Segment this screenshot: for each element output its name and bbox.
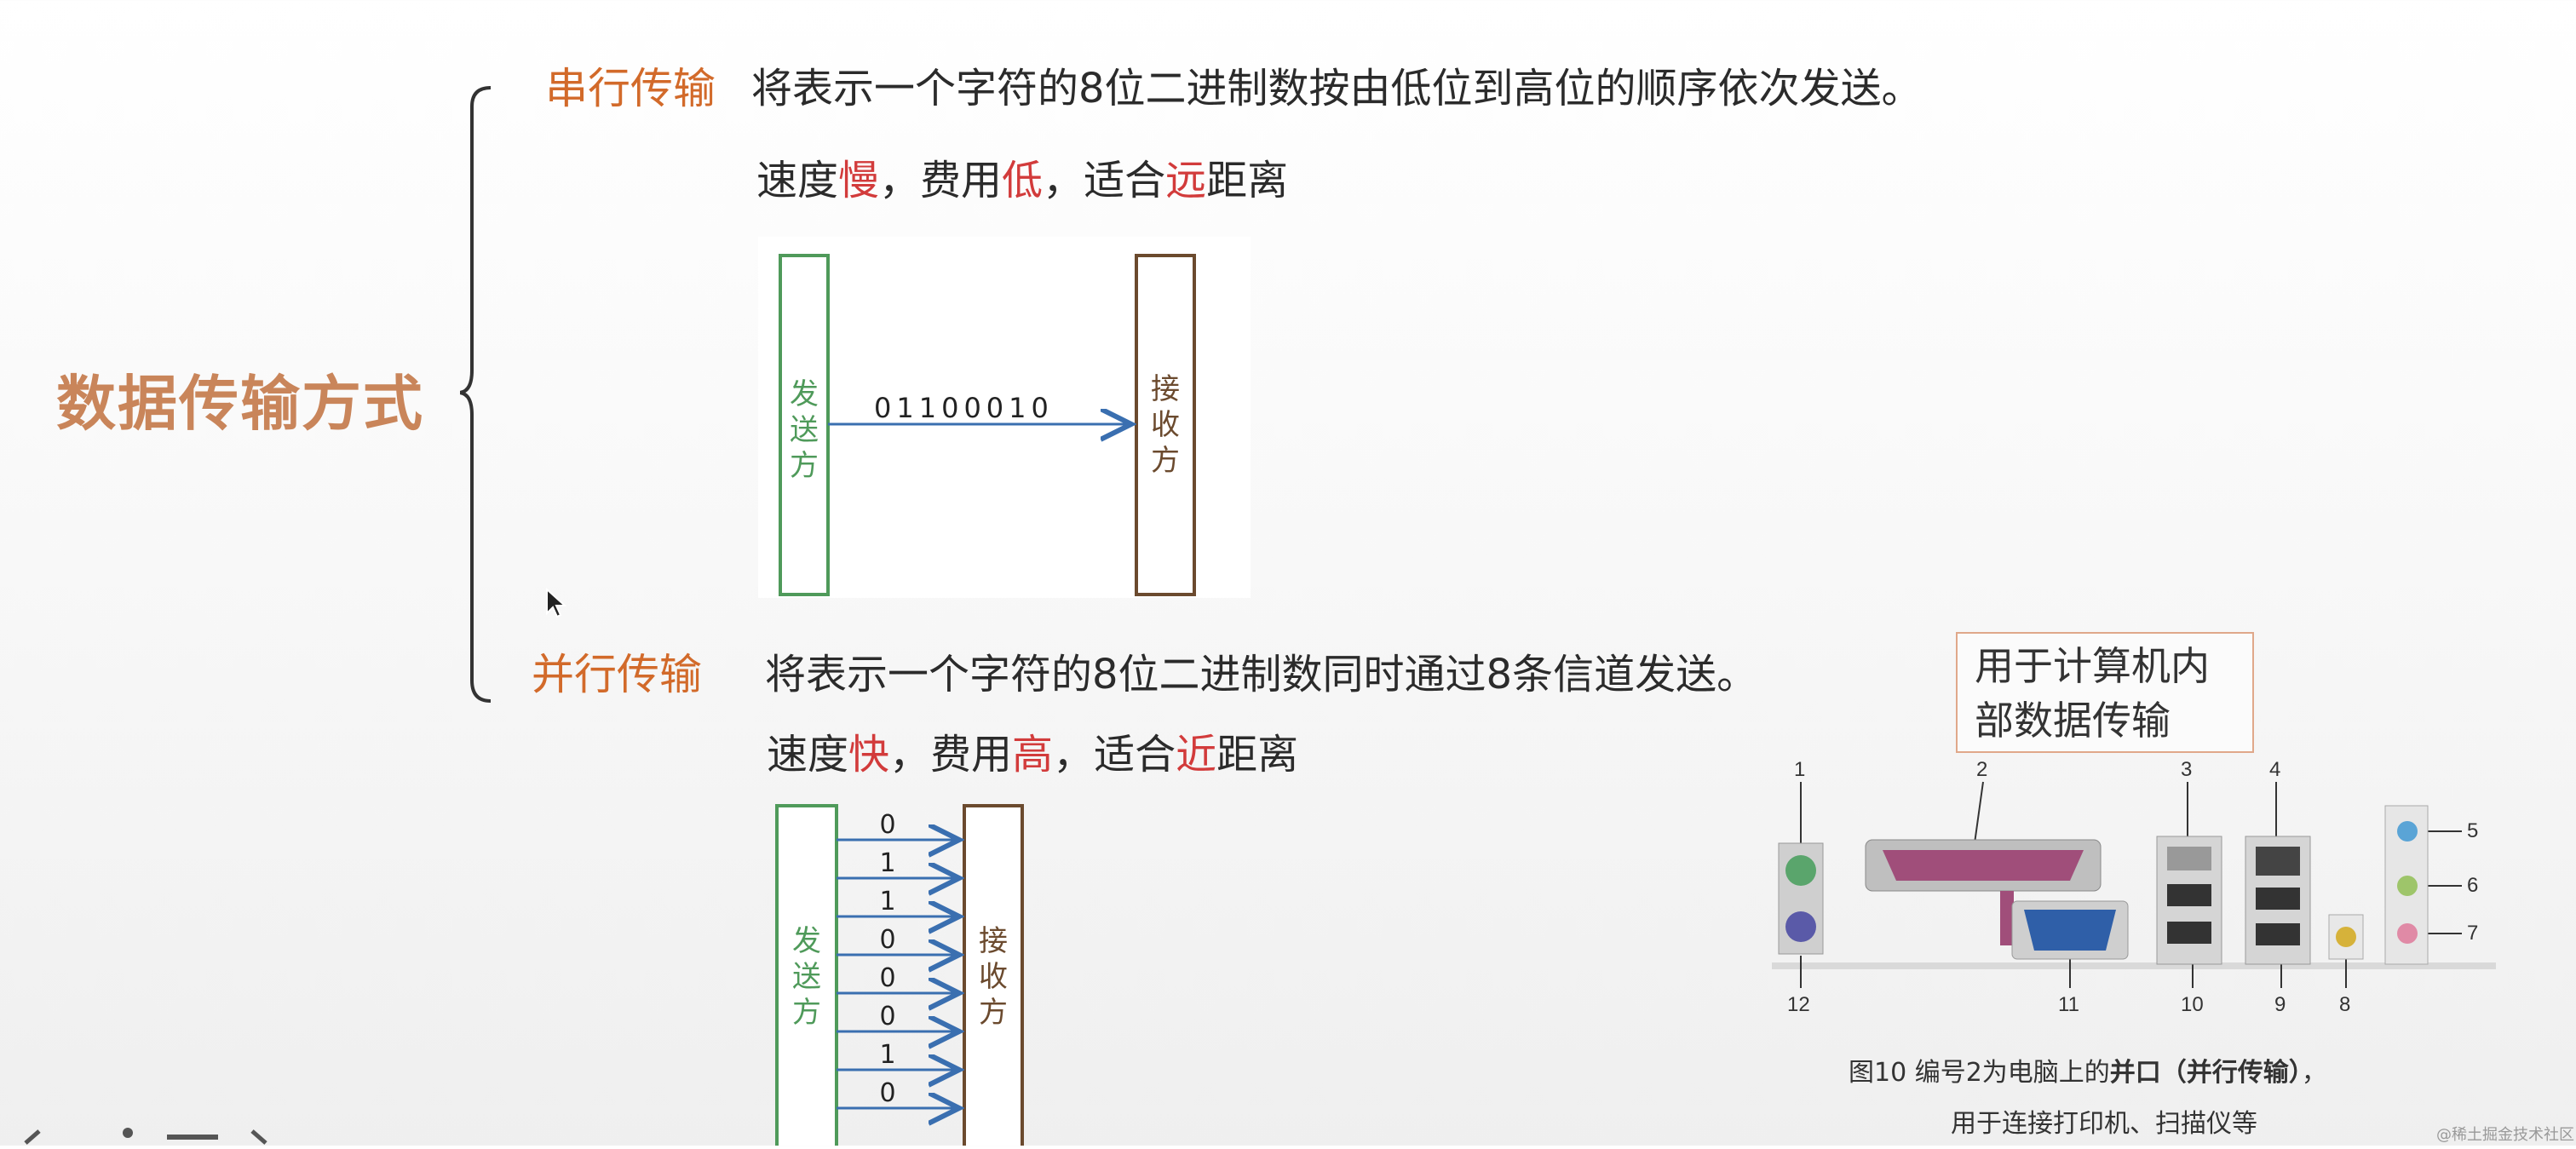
- channel-bit: 0: [879, 810, 895, 840]
- channel-bit: 0: [879, 925, 895, 955]
- port-number: 12: [1787, 993, 1810, 1016]
- feature-text: 速度: [767, 731, 849, 778]
- parallel-description: 将表示一个字符的8位二进制数同时通过8条信道发送。: [765, 651, 1758, 698]
- parallel-sender-char: 送: [792, 960, 821, 994]
- serial-diagram: 01100010 发 送 方 接 收 方: [758, 237, 1251, 598]
- serial-sender-char: 发: [790, 377, 819, 411]
- serial-sender-char: 送: [790, 413, 819, 447]
- feature-text: ，适合: [1043, 157, 1166, 204]
- parallel-sender-char: 方: [792, 996, 821, 1030]
- cursor-icon: [546, 588, 567, 618]
- ports-caption-line-2: 用于连接打印机、扫描仪等: [1951, 1109, 2257, 1139]
- port-number: 11: [2058, 993, 2079, 1016]
- highlight-word: 快: [848, 731, 890, 778]
- serial-sender-char: 方: [790, 449, 819, 483]
- feature-text: 距离: [1206, 157, 1289, 204]
- player-controls[interactable]: [0, 1126, 281, 1146]
- channel-bit: 0: [879, 1002, 895, 1031]
- serial-receiver-char: 收: [1151, 408, 1180, 442]
- parallel-features: 速度快，费用高，适合近距离: [767, 721, 1298, 780]
- dot-icon: [123, 1128, 133, 1138]
- serial-bits: 01100010: [874, 392, 1054, 424]
- port-number: 9: [2274, 993, 2286, 1016]
- serial-receiver-char: 方: [1151, 444, 1180, 478]
- port-number: 8: [2339, 993, 2351, 1016]
- sender-box: [775, 804, 838, 1149]
- ports-figure: 1 2 3 4 5 6 7 12 11 10 9 8: [1763, 758, 2513, 1031]
- parallel-receiver-char: 接: [979, 924, 1008, 958]
- feature-text: 速度: [756, 157, 839, 204]
- port-number: 10: [2181, 993, 2204, 1016]
- main-title: 数据传输方式: [56, 369, 424, 439]
- prev-icon: [24, 1129, 41, 1145]
- receiver-box: [1135, 254, 1196, 596]
- serial-receiver-char: 接: [1151, 372, 1180, 406]
- highlight-word: 近: [1176, 731, 1217, 778]
- ports-caption-line-1: 图10 编号2为电脑上的并口（并行传输），: [1849, 1051, 2327, 1089]
- feature-text: 距离: [1216, 731, 1299, 778]
- parallel-receiver-char: 方: [979, 996, 1008, 1030]
- bar-icon: [167, 1135, 218, 1140]
- serial-features: 速度慢，费用低，适合远距离: [756, 146, 1288, 206]
- parallel-diagram: 0 1 1 0 0 0 1 0 发 送 方 接 收 方: [763, 792, 1053, 1149]
- port-number: 3: [2181, 758, 2193, 781]
- highlight-word: 远: [1165, 157, 1207, 204]
- serial-description: 将表示一个字符的8位二进制数按由低位到高位的顺序依次发送。: [751, 65, 1923, 112]
- note-box: 用于计算机内 部数据传输: [1956, 632, 2254, 753]
- note-line-2: 部数据传输: [1975, 698, 2171, 744]
- port-number: 4: [2269, 758, 2281, 781]
- port-number: 1: [1794, 758, 1806, 781]
- parallel-sender-char: 发: [792, 924, 821, 958]
- caption-bold: 并口（并行传输）: [2109, 1058, 2302, 1088]
- port-number: 2: [1976, 758, 1988, 781]
- parallel-receiver-char: 收: [979, 960, 1008, 994]
- caption-text: ，: [2301, 1058, 2327, 1088]
- serial-label: 串行传输: [545, 64, 716, 113]
- channel-bit: 0: [879, 963, 895, 993]
- channel-bit: 1: [879, 1040, 895, 1070]
- channel-bit: 0: [879, 1078, 895, 1108]
- watermark: @稀土掘金技术社区: [2436, 1126, 2574, 1144]
- channel-bit: 1: [879, 887, 895, 916]
- sender-box: [779, 254, 830, 596]
- channel-bit: 1: [879, 848, 895, 878]
- highlight-word: 低: [1002, 157, 1044, 204]
- feature-text: ，费用: [879, 157, 1003, 204]
- port-number: 6: [2467, 874, 2479, 897]
- note-line-1: 用于计算机内: [1975, 643, 2210, 689]
- port-number: 7: [2467, 922, 2479, 945]
- next-icon: [250, 1129, 267, 1145]
- caption-text: 图10 编号2为电脑上的: [1849, 1058, 2110, 1088]
- feature-text: ，费用: [889, 731, 1013, 778]
- receiver-box: [963, 804, 1024, 1149]
- highlight-word: 慢: [838, 157, 880, 204]
- highlight-word: 高: [1012, 731, 1054, 778]
- brace-icon: [460, 86, 492, 703]
- port-number: 5: [2467, 819, 2479, 842]
- parallel-label: 并行传输: [532, 650, 702, 699]
- feature-text: ，适合: [1053, 731, 1176, 778]
